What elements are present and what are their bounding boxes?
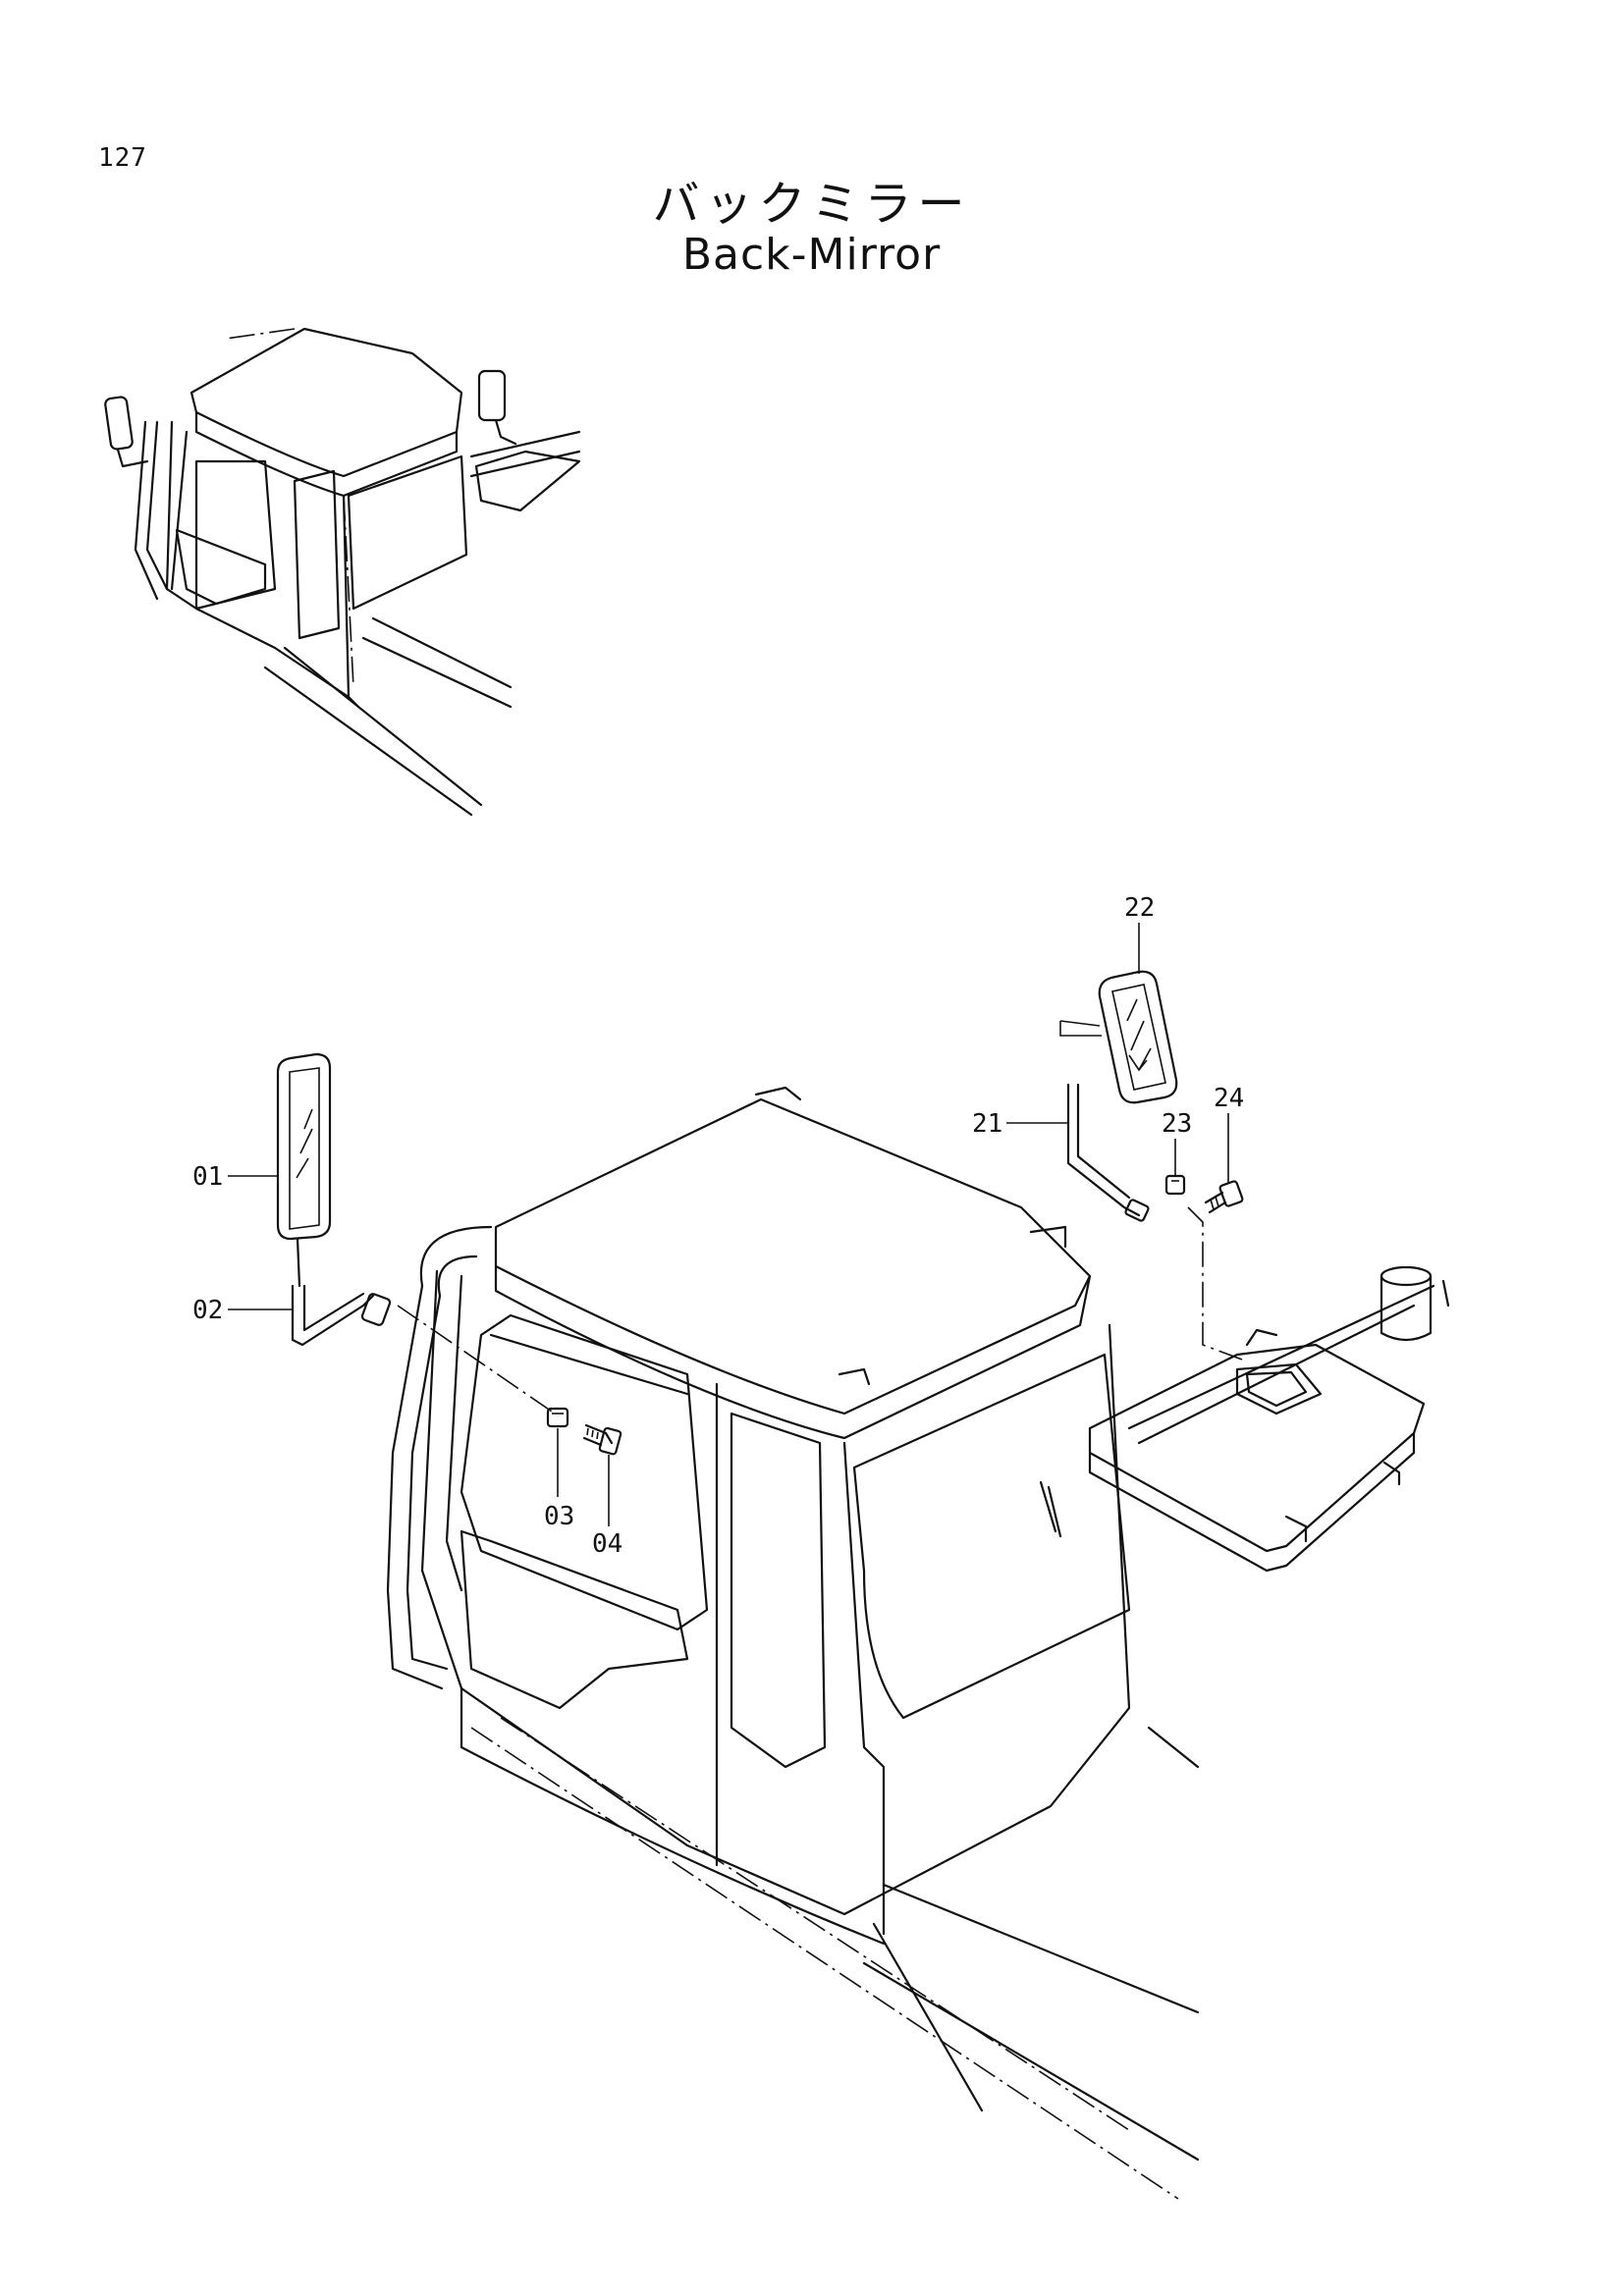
part-21-right-mirror-stay [1059,1020,1150,1222]
part-22-right-mirror [1098,970,1178,1104]
main-cab-illustration [386,1086,1450,2200]
callout-04: 04 [592,1529,622,1559]
callout-labels: 01 02 03 04 21 22 23 24 [192,893,1244,1559]
right-mirror-mount-guide [1187,1206,1243,1361]
part-03-nut [546,1407,569,1428]
callout-01: 01 [192,1162,223,1192]
page-number: 127 [98,143,147,173]
part-02-left-mirror-stay [291,1237,556,1415]
overview-cab-illustration [104,327,581,817]
page-title-english: Back-Mirror [681,230,942,280]
page-title-japanese: バックミラー [652,177,971,232]
callout-02: 02 [192,1296,223,1325]
callout-22: 22 [1124,893,1155,923]
part-23-nut [1164,1174,1186,1196]
callout-21: 21 [972,1109,1002,1139]
callout-23: 23 [1162,1109,1192,1139]
part-24-bolt [1204,1180,1244,1214]
part-04-bolt [582,1423,622,1456]
part-01-left-mirror [276,1052,332,1241]
callout-24: 24 [1214,1084,1244,1113]
callout-03: 03 [544,1502,574,1531]
